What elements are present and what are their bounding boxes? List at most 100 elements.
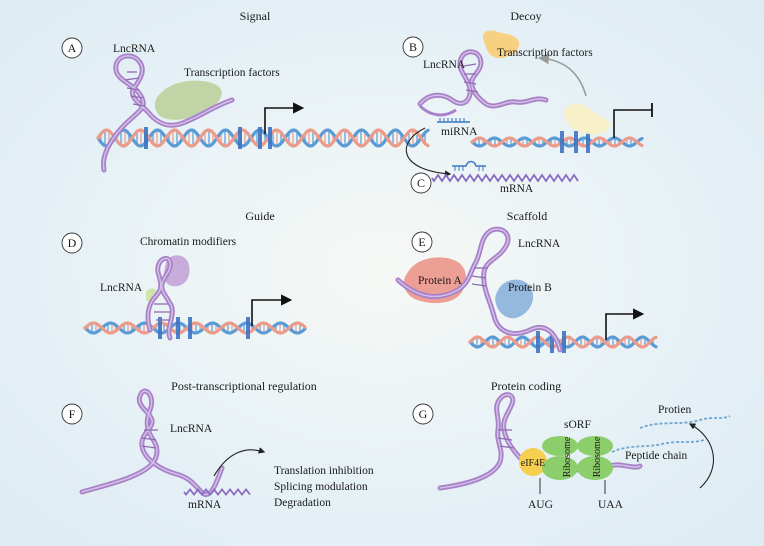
panel-b-badge: B: [402, 36, 424, 58]
promoter-bar: [176, 317, 180, 339]
panel-b-title: Decoy: [510, 9, 541, 23]
panel-c: C mRNA: [410, 160, 579, 195]
regulation-arrow-f: [213, 447, 266, 477]
panel-f-title: Post-transcriptional regulation: [171, 379, 317, 393]
dna-strand-salmon: [96, 128, 430, 148]
panel-d-title: Guide: [245, 209, 274, 223]
panel-c-letter: C: [417, 176, 425, 190]
eif4e-factor-g: [519, 448, 547, 476]
mrna-strand-c: [431, 173, 579, 183]
displaced-transcription-factor-b: [563, 103, 611, 135]
panel-b-letter: B: [409, 40, 417, 54]
peptide-chain-g: [611, 439, 705, 453]
promoter-bar: [158, 317, 162, 339]
chromatin-modifiers-label-d: Chromatin modifiers: [140, 236, 237, 248]
dna-helix-a: [96, 128, 430, 148]
lncrna-d: [145, 255, 175, 341]
promoter-bar: [188, 317, 192, 339]
promoter-bars-e: [536, 331, 566, 353]
mirna-label-b: miRNA: [441, 126, 478, 138]
aug-label-g: AUG: [528, 499, 553, 511]
promoter-bar: [586, 131, 590, 153]
transcription-start-arrow-e: [605, 308, 645, 340]
sorf-label-g: sORF: [564, 419, 591, 431]
panel-g: Protein coding G sORF eIF4E Ribosome Rib…: [412, 379, 731, 511]
repressed-transcription-arrow-b: [613, 109, 652, 138]
panel-g-letter: G: [419, 407, 428, 421]
ribosome-1-g: [542, 436, 578, 480]
transcription-start-arrow-d: [251, 294, 293, 326]
protein-b-label-e: Protein B: [508, 282, 552, 294]
lncrna-label-e: LncRNA: [518, 238, 561, 250]
lncrna-label-b: LncRNA: [423, 59, 466, 71]
promoter-bar: [268, 127, 272, 149]
dna-helix-b: [470, 136, 644, 148]
promoter-bar: [560, 131, 564, 153]
promoter-bar: [574, 131, 578, 153]
panel-c-badge: C: [410, 172, 432, 194]
ribosome-2-label-g: Ribosome: [592, 436, 603, 477]
panel-e-badge: E: [411, 231, 433, 253]
promoter-bar: [238, 127, 242, 149]
dna-strand-blue: [470, 136, 644, 148]
transcription-start-arrow-a: [264, 102, 305, 134]
effect-translation-inhibition: Translation inhibition: [274, 465, 374, 477]
mrna-label-c: mRNA: [500, 183, 534, 195]
panel-d-letter: D: [68, 236, 77, 250]
promoter-bars-d: [158, 317, 250, 339]
tf-sequestration-arrow-b: [537, 53, 587, 97]
panel-d-badge: D: [61, 232, 83, 254]
lncrna-a: [101, 53, 235, 173]
promoter-bar: [144, 127, 148, 149]
uaa-label-g: UAA: [598, 499, 624, 511]
promoter-bar: [562, 331, 566, 353]
dna-strand-blue: [96, 128, 430, 148]
lncrna-label-f: LncRNA: [170, 423, 213, 435]
peptide-chain-label-g: Peptide chain: [625, 450, 688, 462]
lncrna-b: [417, 49, 549, 117]
protein-a-label-e: Protein A: [418, 275, 462, 287]
ribosome-1-label-g: Ribosome: [562, 436, 573, 477]
promoter-bar: [258, 127, 262, 149]
dna-strand-salmon: [470, 136, 644, 148]
panel-a-title: Signal: [240, 9, 271, 23]
lncrna-mirna-binding-arm-b: [418, 104, 457, 117]
promoter-bar: [550, 331, 554, 353]
protein-strand-g: [639, 415, 731, 429]
dna-helix-d: [83, 321, 307, 335]
promoter-bars-a: [144, 127, 272, 149]
sequestered-transcription-factor-b: [482, 30, 520, 59]
panel-e: Scaffold E LncRNA Protein A Protein B: [395, 209, 658, 353]
panel-f: Post-transcriptional regulation F LncRNA…: [61, 379, 374, 511]
transcription-factors-label-a: Transcription factors: [184, 67, 280, 79]
promoter-bar: [536, 331, 540, 353]
eif4e-label-g: eIF4E: [521, 458, 545, 469]
panel-g-title: Protein coding: [491, 379, 561, 393]
panel-a-badge: A: [61, 37, 83, 59]
dna-strand-salmon: [83, 321, 307, 335]
panel-b: Decoy B LncRNA Transcription factors miR…: [402, 9, 653, 177]
folding-arrow-g: [688, 423, 715, 489]
effect-splicing-modulation: Splicing modulation: [274, 481, 368, 493]
protein-label-g: Protien: [658, 404, 691, 416]
panel-e-letter: E: [418, 235, 425, 249]
mirna-on-mrna-c: [452, 160, 486, 171]
panel-e-title: Scaffold: [507, 209, 547, 223]
panel-f-letter: F: [69, 407, 76, 421]
promoter-bars-b: [560, 131, 590, 153]
ribosome-2-g: [577, 436, 613, 480]
lncrna-label-d: LncRNA: [100, 282, 143, 294]
transcription-factor-blob-a: [154, 80, 222, 120]
panel-a: Signal A LncRNA Transcription factors: [61, 9, 430, 173]
mrna-label-f: mRNA: [188, 499, 222, 511]
mrna-strand-f: [183, 488, 251, 496]
lncrna-e: [395, 226, 563, 353]
panel-a-letter: A: [68, 41, 77, 55]
effect-degradation: Degradation: [274, 497, 331, 509]
mirna-b: [437, 118, 470, 123]
lncrna-label-a: LncRNA: [113, 43, 156, 55]
lncrna-f: [79, 388, 225, 497]
protein-b-blob-e: [495, 279, 534, 319]
